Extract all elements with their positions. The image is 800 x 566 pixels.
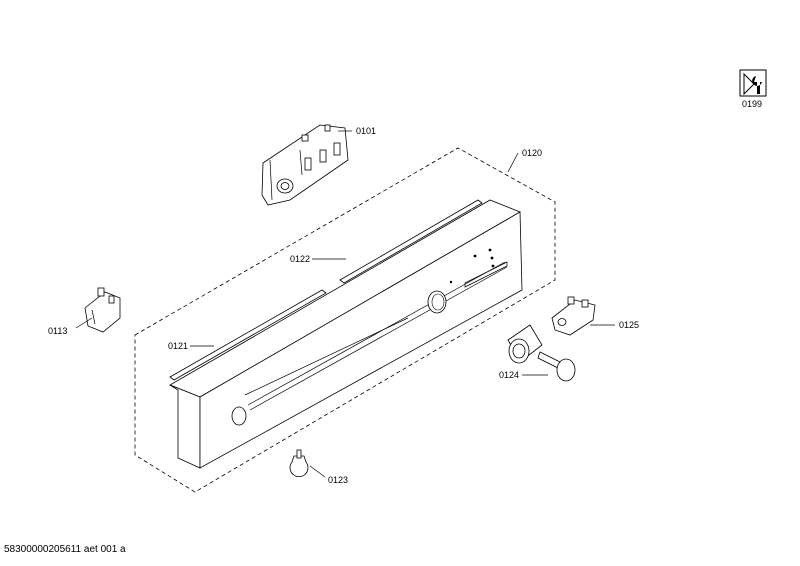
part-label-0101: 0101 [356,126,376,136]
front-panel [169,199,523,469]
trim-strip-0121 [169,289,327,381]
part-label-0113: 0113 [48,326,67,336]
part-label-0123: 0123 [328,475,348,485]
panel-group-outline [134,147,556,493]
clip-0113 [84,287,121,333]
leader-0120 [507,152,519,173]
knob-assembly-0124 [507,324,576,382]
part-label-0121: 0121 [168,341,188,351]
part-label-0122: 0122 [290,254,310,264]
part-label-0125: 0125 [619,320,639,330]
clip-0125 [551,296,596,336]
trim-strip-0122 [339,199,483,284]
drawing-number: 58300000205611 aet 001 a [4,544,126,555]
part-label-0120: 0120 [522,148,542,158]
leader-0113 [75,317,93,329]
service-wrench-icon [739,69,767,97]
control-module-0101 [261,124,349,206]
part-label-0199: 0199 [742,99,762,109]
leader-0123 [309,465,326,478]
button-0123 [289,449,309,477]
part-label-0124: 0124 [499,370,519,380]
